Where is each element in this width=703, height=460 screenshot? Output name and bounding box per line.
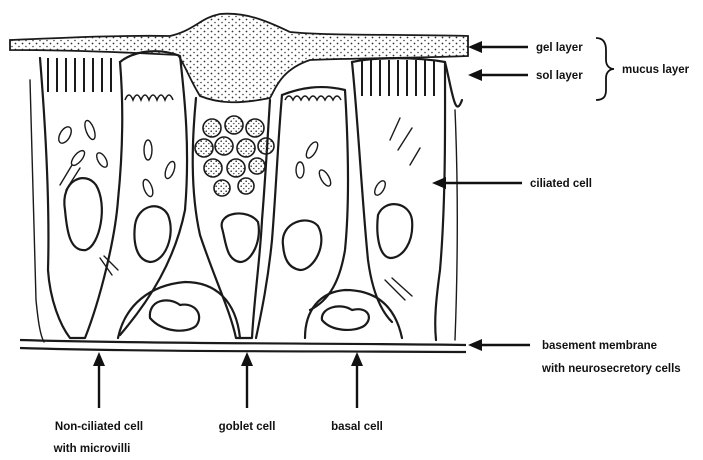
label-non-ciliated-1: Non-ciliated cell [55,421,143,433]
basement-membrane [20,340,466,352]
goblet-granules [195,116,274,196]
label-mucus-layer: mucus layer [622,64,690,76]
label-goblet-cell: goblet cell [219,421,276,433]
label-non-ciliated-2: with microvilli [53,443,131,455]
basal-cell-left [118,282,240,338]
microvilli [125,95,173,100]
label-basement-membrane-2: with neurosecretory cells [541,363,681,375]
nuclei [64,178,412,331]
label-basement-membrane-1: basement membrane [542,340,657,352]
label-gel-layer: gel layer [536,42,583,54]
cilia-left [48,58,111,92]
microvilli-4 [285,96,341,100]
cilia-right [362,60,434,96]
label-sol-layer: sol layer [536,70,583,82]
basal-cell-right [305,290,402,338]
label-ciliated-cell: ciliated cell [530,178,592,190]
label-basal-cell: basal cell [331,421,383,433]
mucus-layer-brace [596,38,614,100]
